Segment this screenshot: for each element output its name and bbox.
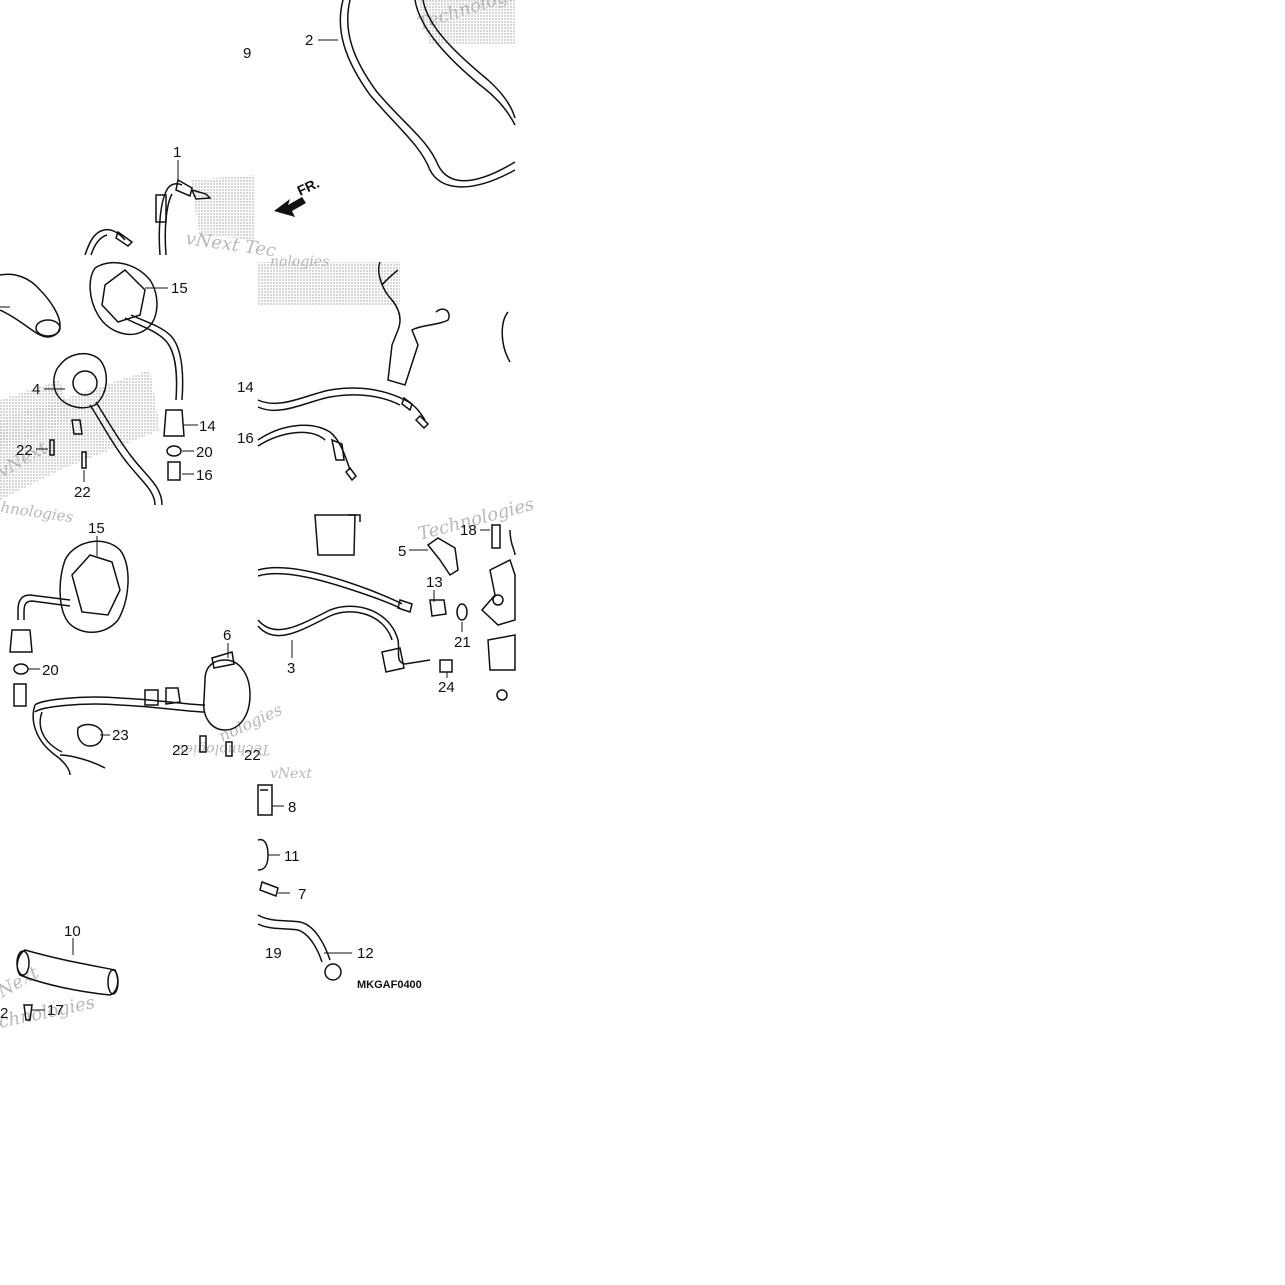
- part-label: 10: [64, 923, 81, 940]
- right-switch-cables: [257, 261, 511, 482]
- part-label: 8: [288, 799, 296, 816]
- lever-small-parts: [257, 784, 342, 981]
- part-label: 6: [223, 627, 231, 644]
- part-label: 20: [42, 662, 59, 679]
- part-label: 5: [398, 543, 406, 560]
- part-label: 1: [173, 144, 181, 161]
- watermark: nologies: [270, 254, 329, 270]
- watermark: vNext: [270, 766, 312, 782]
- part-label: 16: [237, 430, 254, 447]
- part-label: 11: [284, 848, 300, 865]
- part-label: 17: [47, 1002, 64, 1019]
- watermark: nologies: [216, 700, 285, 746]
- part-label: 16: [196, 467, 213, 484]
- part-label: 7: [298, 886, 306, 903]
- part-label: 2: [0, 1005, 8, 1022]
- part-label: 3: [287, 660, 295, 677]
- right-grip-parts: [16, 949, 119, 1021]
- part-label: 20: [196, 444, 213, 461]
- watermark: hnologies: [0, 498, 75, 526]
- part-label: 22: [74, 484, 91, 501]
- part-label: 18: [460, 522, 477, 539]
- part-label: 15: [171, 280, 188, 297]
- diagram-code: MKGAF0400: [357, 979, 422, 991]
- front-direction-arrow: FR.: [274, 175, 322, 217]
- part-label: 9: [243, 45, 251, 62]
- left-handlebar-assembly: [0, 261, 185, 506]
- part-label: 23: [112, 727, 129, 744]
- part-label: 14: [237, 379, 254, 396]
- part-label: 15: [88, 520, 105, 537]
- part-label: 22: [244, 747, 261, 764]
- direction-label: FR.: [295, 175, 322, 199]
- part-label: 13: [426, 574, 443, 591]
- part-label: 21: [454, 634, 471, 651]
- watermark-text: Technologies vNext Tec nologies Technolo…: [0, 0, 536, 1033]
- watermark-halftone: [0, 0, 515, 500]
- clutch-lever-assembly: [257, 514, 516, 701]
- throttle-cable-parts: [84, 178, 212, 256]
- part-label: 14: [199, 418, 216, 435]
- leader-lines: [0, 39, 490, 1011]
- part-label: 22: [16, 442, 33, 459]
- part-label: 12: [357, 945, 374, 962]
- watermark: Next: [0, 962, 43, 1003]
- part-label: 24: [438, 679, 455, 696]
- clutch-cable-assembly: [339, 0, 516, 188]
- part-label: 22: [172, 742, 189, 759]
- part-label: 19: [265, 945, 282, 962]
- part-number-labels: 1 2 9 15 4 14 20 16 22 22 14 16 15 20 6 …: [0, 32, 477, 1022]
- part-label: 2: [305, 32, 313, 49]
- right-handlebar-assembly: [9, 540, 251, 776]
- part-label: 4: [32, 381, 40, 398]
